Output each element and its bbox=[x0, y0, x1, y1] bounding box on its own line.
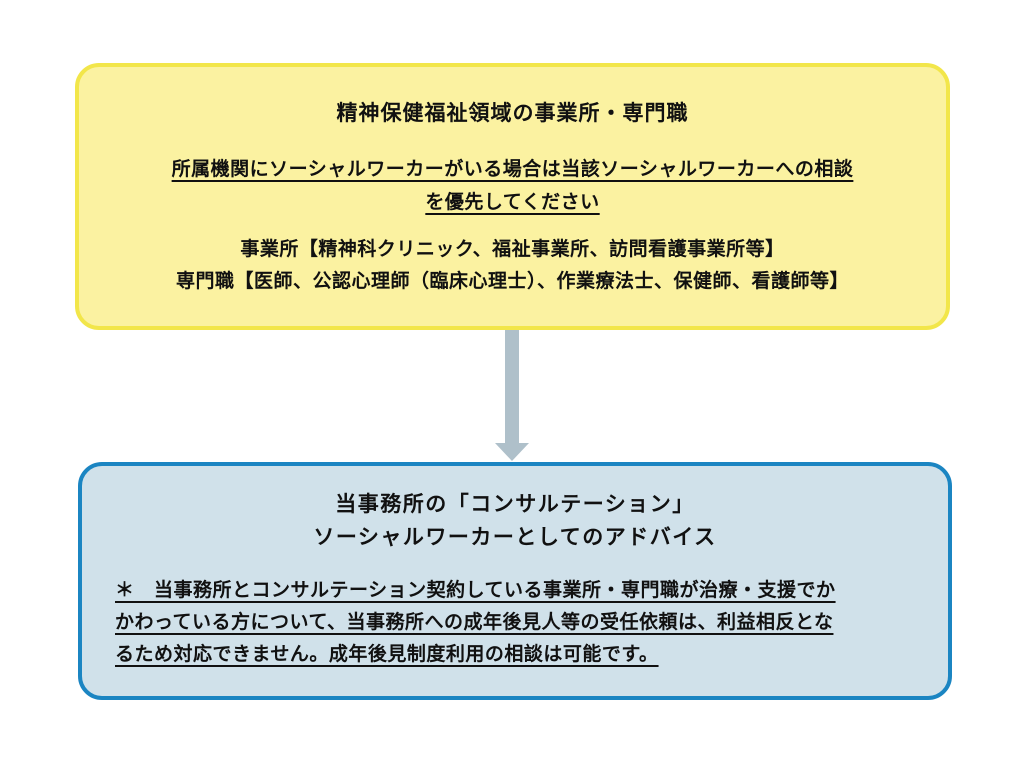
consultation-box: 当事務所の「コンサルテーション」 ソーシャルワーカーとしてのアドバイス ＊ 当事… bbox=[78, 462, 952, 700]
down-arrow-icon bbox=[495, 330, 529, 461]
priority-note: 所属機関にソーシャルワーカーがいる場合は当該ソーシャルワーカーへの相談 を優先し… bbox=[79, 153, 946, 219]
consultation-title-line-2: ソーシャルワーカーとしてのアドバイス bbox=[313, 526, 717, 549]
professionals-line: 専門職【医師、公認心理師（臨床心理士）、作業療法士、保健師、看護師等】 bbox=[175, 271, 849, 292]
priority-note-line-2: を優先してください bbox=[425, 192, 600, 213]
provider-details: 事業所【精神科クリニック、福祉事業所、訪問看護事業所等】 専門職【医師、公認心理… bbox=[79, 234, 946, 298]
down-arrow-head bbox=[495, 443, 529, 461]
consultation-title: 当事務所の「コンサルテーション」 ソーシャルワーカーとしてのアドバイス bbox=[82, 488, 948, 554]
priority-note-line-1: 所属機関にソーシャルワーカーがいる場合は当該ソーシャルワーカーへの相談 bbox=[171, 159, 854, 180]
consultation-title-line-1: 当事務所の「コンサルテーション」 bbox=[335, 493, 695, 516]
conflict-note-line-1: ＊ 当事務所とコンサルテーション契約している事業所・専門職が治療・支援でか bbox=[115, 580, 836, 601]
business-offices-line: 事業所【精神科クリニック、福祉事業所、訪問看護事業所等】 bbox=[240, 239, 785, 260]
conflict-of-interest-note: ＊ 当事務所とコンサルテーション契約している事業所・専門職が治療・支援でか かわ… bbox=[82, 575, 948, 671]
mental-health-providers-box: 精神保健福祉領域の事業所・専門職 所属機関にソーシャルワーカーがいる場合は当該ソ… bbox=[75, 63, 950, 330]
down-arrow-shaft bbox=[505, 330, 519, 444]
conflict-note-line-2: かわっている方について、当事務所への成年後見人等の受任依頼は、利益相反とな bbox=[115, 612, 834, 633]
conflict-note-line-3: るため対応できません。成年後見制度利用の相談は可能です。 bbox=[115, 644, 659, 665]
top-box-title: 精神保健福祉領域の事業所・専門職 bbox=[336, 102, 689, 125]
